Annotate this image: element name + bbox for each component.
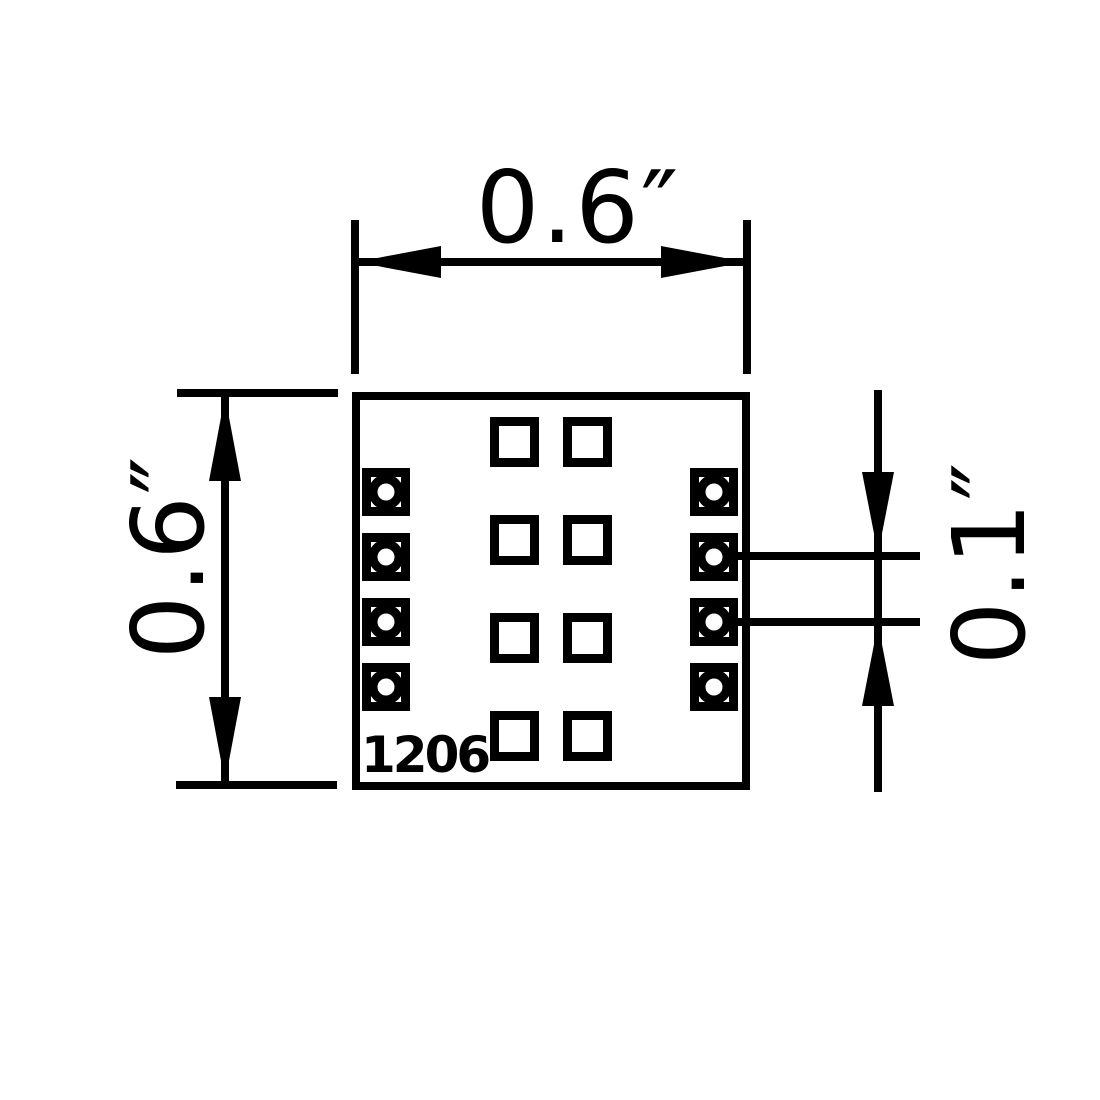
pad-hole: [696, 669, 732, 705]
pad-hole: [368, 474, 404, 510]
smd-pad: [563, 711, 612, 761]
left-pad-column: [362, 468, 410, 711]
arrowhead-left: [356, 246, 441, 278]
height-dimension-label: 0.6″: [110, 455, 227, 659]
smd-pad: [490, 515, 539, 565]
through-hole-pad: [690, 533, 738, 581]
arrowhead-bottom: [209, 697, 241, 782]
smd-pad: [563, 613, 612, 663]
pad-hole: [368, 604, 404, 640]
width-dimension-label: 0.6″: [476, 149, 680, 266]
through-hole-pad: [362, 663, 410, 711]
through-hole-pad: [362, 598, 410, 646]
through-hole-pad: [690, 663, 738, 711]
arrowhead-up: [862, 624, 894, 706]
through-hole-pad: [690, 598, 738, 646]
through-hole-pad: [362, 468, 410, 516]
through-hole-pad: [690, 468, 738, 516]
top-width-dimension: 0.6″: [351, 149, 751, 374]
pad-hole: [368, 539, 404, 575]
smd-pad: [490, 417, 539, 467]
arrowhead-down: [862, 472, 894, 554]
right-pad-column: [690, 468, 738, 711]
pitch-dimension-label: 0.1″: [931, 461, 1048, 665]
board-ref-label: 1206: [361, 726, 489, 784]
smd-pad-grid: [490, 417, 612, 761]
board-outline: [352, 392, 750, 790]
smd-pad: [490, 613, 539, 663]
left-height-dimension: 0.6″: [110, 389, 338, 789]
pad-hole: [696, 604, 732, 640]
smd-pad: [490, 711, 539, 761]
smd-pad: [563, 417, 612, 467]
smd-pad: [563, 515, 612, 565]
through-hole-pad: [362, 533, 410, 581]
arrowhead-top: [209, 396, 241, 481]
pad-hole: [696, 539, 732, 575]
arrowhead-right: [661, 246, 746, 278]
right-pitch-dimension: 0.1″: [728, 390, 1048, 792]
pad-hole: [368, 669, 404, 705]
pad-hole: [696, 474, 732, 510]
